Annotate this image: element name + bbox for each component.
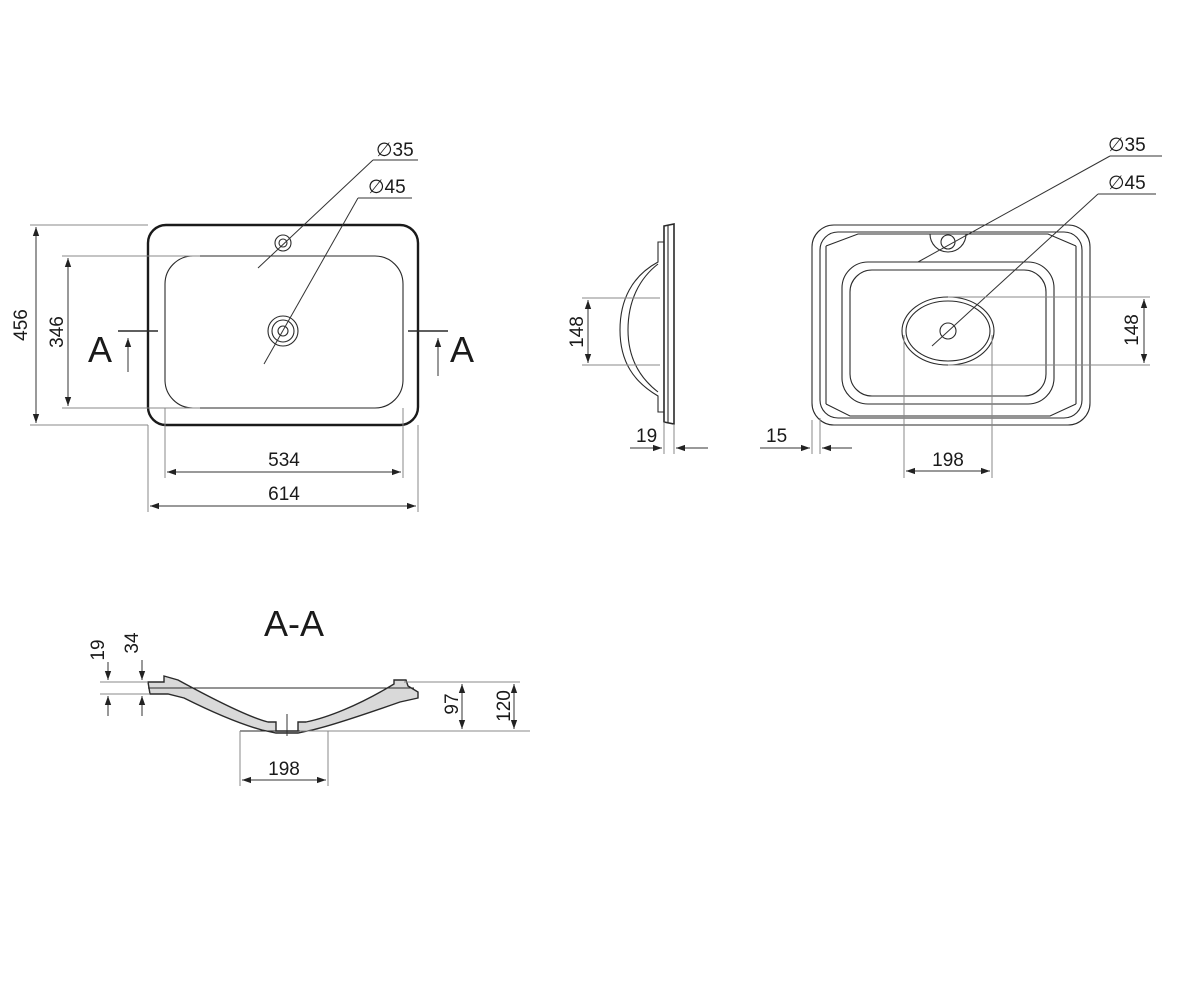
bottom-bowl bbox=[841, 261, 1055, 405]
oval-height-label: 148 bbox=[1122, 314, 1143, 346]
dim-overall-width bbox=[147, 425, 419, 512]
bottom-tap-leader bbox=[917, 155, 1162, 263]
oval-width-label: 198 bbox=[932, 450, 964, 471]
drain-hole bbox=[267, 315, 299, 347]
bottom-tap-label: ∅35 bbox=[1108, 135, 1146, 156]
bottom-tap-hole bbox=[940, 234, 956, 250]
dim-side-depth bbox=[582, 297, 660, 366]
bowl-outline bbox=[164, 255, 404, 409]
side-bowl bbox=[619, 241, 664, 413]
side-depth-label: 148 bbox=[567, 316, 588, 348]
dim-oval-height bbox=[948, 296, 1150, 366]
bottom-outer bbox=[811, 224, 1091, 426]
dim-section-rim bbox=[100, 660, 150, 716]
top-view: ∅35 ∅45 456 346 A A bbox=[11, 140, 474, 512]
dim-section-base bbox=[239, 731, 329, 786]
bottom-drain-label: ∅45 bbox=[1108, 173, 1146, 194]
section-mark-left bbox=[118, 330, 158, 372]
dim-side-rim bbox=[630, 422, 708, 454]
side-rim bbox=[663, 223, 675, 425]
dim-rim-width bbox=[760, 418, 852, 454]
section-total-height-label: 120 bbox=[494, 690, 515, 722]
dim-section-heights bbox=[300, 681, 530, 732]
side-rim-label: 19 bbox=[636, 426, 657, 447]
inner-height-label: 346 bbox=[47, 316, 68, 348]
dim-inner-height bbox=[62, 255, 200, 409]
overall-width-label: 614 bbox=[268, 484, 300, 505]
section-rim-thickness-label: 19 bbox=[88, 639, 109, 660]
section-title: A-A bbox=[264, 603, 324, 644]
tap-hole-label: ∅35 bbox=[376, 140, 414, 161]
inner-width-label: 534 bbox=[268, 450, 300, 471]
dim-oval-width bbox=[903, 335, 993, 478]
section-mark-right-label: A bbox=[450, 329, 474, 370]
bottom-tap-notch bbox=[929, 233, 967, 253]
tap-hole bbox=[274, 234, 292, 252]
section-mark-left-label: A bbox=[88, 329, 112, 370]
bottom-drain-leader bbox=[931, 193, 1156, 347]
section-mark-right bbox=[408, 330, 448, 376]
rim-width-label: 15 bbox=[766, 426, 787, 447]
dim-inner-width bbox=[164, 408, 404, 478]
section-rim-height-label: 34 bbox=[122, 632, 143, 654]
drain-hole-leader bbox=[263, 197, 412, 365]
section-profile bbox=[147, 675, 419, 734]
bottom-view: ∅35 ∅45 148 198 15 bbox=[760, 135, 1162, 478]
tap-hole-leader bbox=[257, 159, 418, 269]
dim-overall-height bbox=[30, 224, 148, 426]
basin-outline bbox=[146, 223, 420, 427]
section-view: A-A 19 34 97 120 bbox=[88, 603, 530, 786]
overall-height-label: 456 bbox=[11, 309, 32, 341]
section-base-width-label: 198 bbox=[268, 759, 300, 780]
section-bowl-depth-label: 97 bbox=[442, 693, 463, 714]
drain-hole-label: ∅45 bbox=[368, 177, 406, 198]
side-view: 148 19 bbox=[567, 223, 708, 454]
